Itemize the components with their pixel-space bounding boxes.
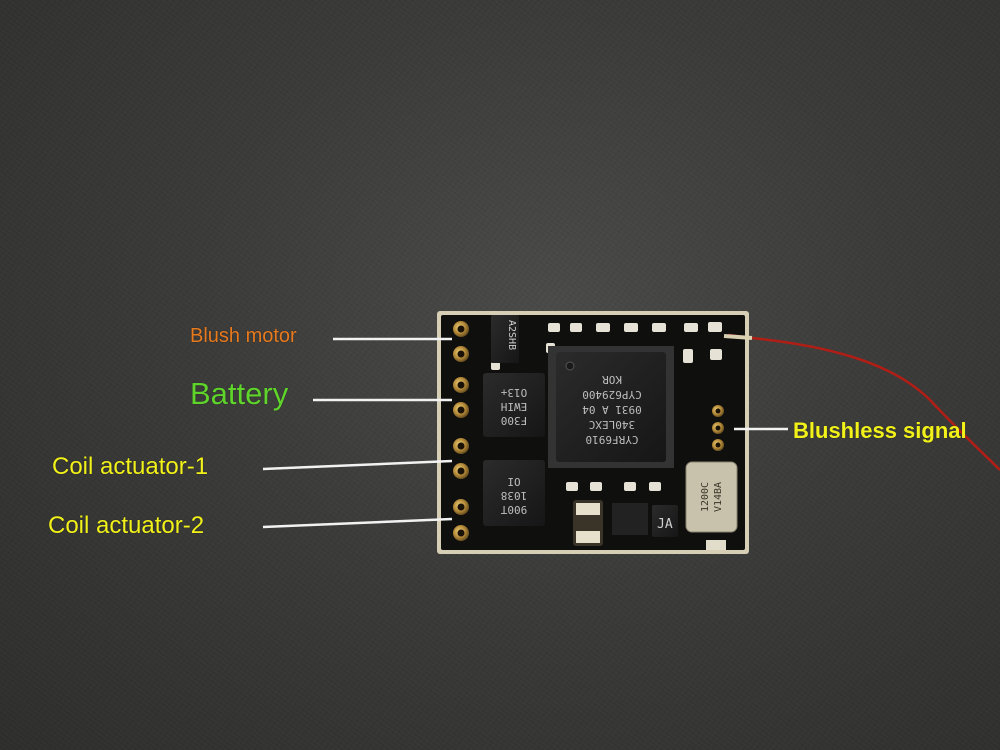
svg-text:1200C: 1200C xyxy=(700,482,711,512)
coil-actuator-1-label: Coil actuator-1 xyxy=(52,453,209,480)
svg-text:O13+: O13+ xyxy=(500,386,527,399)
small-ic xyxy=(612,503,648,535)
lower-driver-chip xyxy=(483,460,545,526)
svg-text:1038: 1038 xyxy=(501,489,528,502)
main-mcu-chip xyxy=(548,346,674,468)
brush-motor-label: Blush motor xyxy=(190,325,297,347)
svg-text:CYP629400: CYP629400 xyxy=(582,388,642,401)
svg-text:KOR: KOR xyxy=(602,373,622,386)
svg-text:F300: F300 xyxy=(501,414,528,427)
svg-text:0931 A 04: 0931 A 04 xyxy=(582,403,642,416)
leader-lines xyxy=(262,337,788,529)
signal-pads xyxy=(712,405,724,451)
svg-text:OI: OI xyxy=(507,475,520,488)
antenna-tip xyxy=(723,334,753,340)
battery-label: Battery xyxy=(190,376,289,411)
transistor xyxy=(491,315,519,363)
mcu-marking: CYRF6910 340LEXC 0931 A 04 CYP629400 KOR xyxy=(582,373,642,446)
svg-text:CYRF6910: CYRF6910 xyxy=(586,433,639,446)
crystal-marking: 1200C V14BA xyxy=(700,482,724,512)
transistor-marking: A2SHB xyxy=(506,320,517,350)
antenna-wire xyxy=(727,333,1000,471)
coil-actuator-2-label: Coil actuator-2 xyxy=(48,512,205,539)
brushless-signal-label: Blushless signal xyxy=(793,418,967,443)
pin-header-pads xyxy=(453,321,469,541)
crystal xyxy=(685,461,738,533)
svg-text:340LEXC: 340LEXC xyxy=(589,418,635,431)
upper-driver-chip xyxy=(483,373,545,437)
svg-text:900T: 900T xyxy=(500,503,527,516)
ja-marking: JA xyxy=(657,517,673,532)
lower-driver-marking: 900T 1038 OI xyxy=(500,475,527,516)
upper-driver-marking: F300 EWIH O13+ xyxy=(500,386,527,427)
ja-ic xyxy=(652,505,678,537)
pcb-board: A2SHB CYRF6910 340LEXC 0931 A 04 CYP6294… xyxy=(437,311,749,554)
svg-text:V14BA: V14BA xyxy=(713,482,724,512)
svg-text:EWIH: EWIH xyxy=(501,400,528,413)
